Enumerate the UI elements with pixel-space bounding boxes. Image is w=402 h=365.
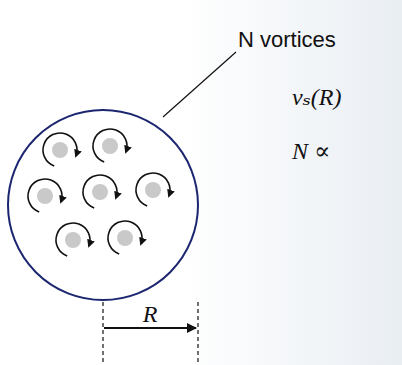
rotation-arrow bbox=[28, 179, 62, 212]
vortex-core bbox=[92, 184, 108, 200]
callout-label: N vortices bbox=[238, 28, 336, 52]
rotation-arrow bbox=[93, 129, 127, 162]
equation-text: N ∝ bbox=[292, 138, 330, 164]
equation-text: vₛ(R) bbox=[292, 84, 341, 110]
rotation-arrow bbox=[83, 175, 117, 208]
rotation-arrow bbox=[108, 221, 142, 254]
vortex-core bbox=[65, 232, 81, 248]
vortex-core bbox=[102, 138, 118, 154]
vortex-core bbox=[52, 142, 68, 158]
rotation-arrow bbox=[56, 223, 90, 256]
vortex-core bbox=[117, 230, 133, 246]
rotation-arrow bbox=[136, 173, 170, 206]
vortex-core bbox=[37, 188, 53, 204]
rotation-arrow bbox=[43, 133, 77, 166]
dimension-label: R bbox=[143, 301, 158, 327]
vortex-core bbox=[145, 182, 161, 198]
